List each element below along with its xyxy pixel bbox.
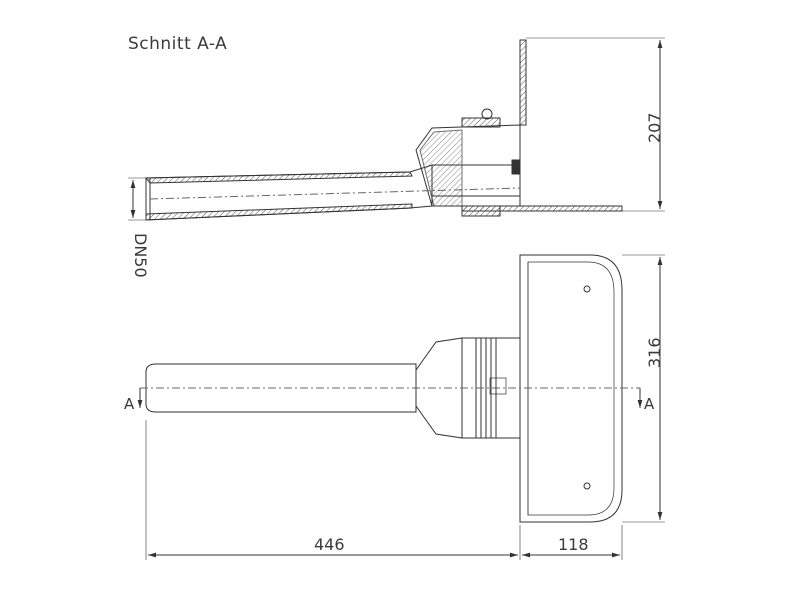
clamp-bottom (461, 205, 501, 217)
drawing-title: Schnitt A-A (128, 34, 228, 54)
section-marker-right: A (644, 395, 655, 413)
section-view (128, 37, 665, 221)
dimension-length-pipe: 446 (314, 535, 345, 554)
centerline-top (149, 187, 521, 200)
section-marker-left: A (124, 395, 135, 413)
dimension-nominal-diameter: DN50 (131, 233, 150, 278)
mount-hole-bottom (583, 482, 591, 490)
sensor (511, 159, 521, 175)
wall-flange (519, 39, 527, 126)
dimension-height-top: 207 (645, 112, 664, 143)
plan-view (137, 254, 665, 560)
mount-hole-top (583, 285, 591, 293)
dimension-length-flange: 118 (558, 535, 589, 554)
screw-head (481, 108, 493, 120)
pipe-plan (145, 363, 417, 413)
clamp-top (461, 117, 501, 128)
dimension-height-bottom: 316 (645, 337, 664, 368)
flange-plate (519, 254, 623, 523)
